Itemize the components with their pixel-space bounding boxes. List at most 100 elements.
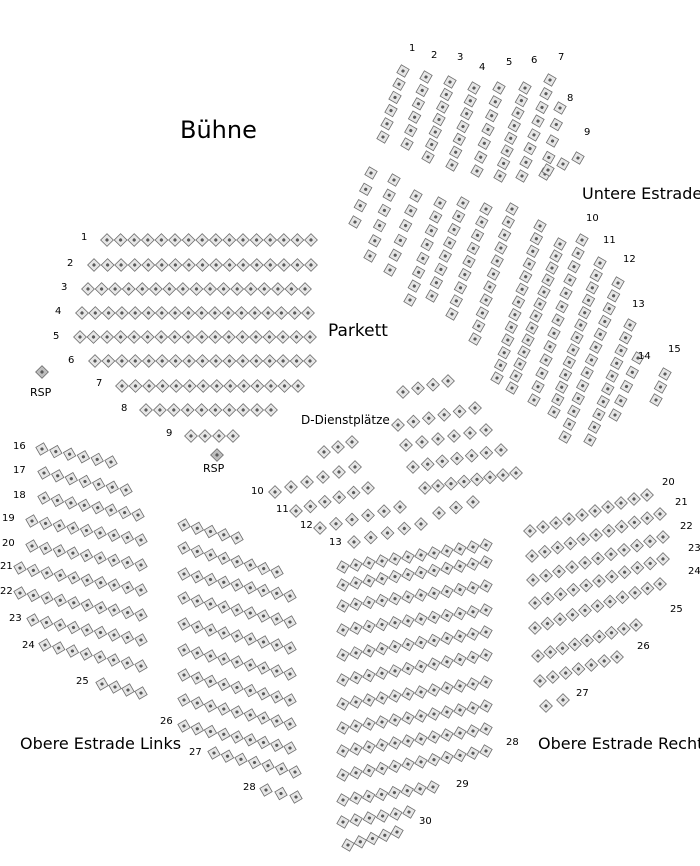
seat[interactable] bbox=[270, 714, 284, 728]
seat[interactable] bbox=[51, 469, 65, 483]
seat[interactable] bbox=[65, 644, 80, 658]
seat[interactable] bbox=[134, 583, 148, 597]
seat[interactable] bbox=[64, 496, 78, 510]
seat[interactable] bbox=[579, 578, 594, 593]
seat[interactable] bbox=[275, 330, 290, 344]
seat[interactable] bbox=[263, 379, 278, 393]
seat[interactable] bbox=[190, 646, 204, 660]
seat[interactable] bbox=[141, 306, 156, 320]
seat[interactable] bbox=[283, 641, 297, 655]
seat[interactable] bbox=[479, 555, 493, 569]
seat[interactable] bbox=[262, 354, 277, 368]
seat[interactable] bbox=[388, 639, 402, 654]
seat[interactable] bbox=[528, 596, 542, 610]
seat[interactable] bbox=[304, 233, 318, 247]
seat[interactable] bbox=[196, 379, 211, 393]
seat[interactable] bbox=[571, 662, 586, 676]
seat[interactable] bbox=[349, 766, 363, 780]
seat[interactable] bbox=[382, 188, 396, 202]
seat[interactable] bbox=[388, 713, 402, 727]
seat[interactable] bbox=[653, 577, 667, 591]
seat[interactable] bbox=[552, 564, 566, 579]
seat[interactable] bbox=[230, 730, 244, 744]
seat[interactable] bbox=[100, 330, 115, 344]
seat[interactable] bbox=[640, 581, 655, 596]
seat[interactable] bbox=[52, 641, 66, 655]
seat[interactable] bbox=[362, 574, 376, 588]
seat[interactable] bbox=[181, 306, 196, 320]
seat[interactable] bbox=[35, 365, 49, 379]
seat[interactable] bbox=[643, 534, 657, 549]
seat[interactable] bbox=[120, 630, 135, 645]
seat[interactable] bbox=[13, 586, 27, 600]
seat[interactable] bbox=[614, 394, 628, 408]
seat[interactable] bbox=[543, 645, 558, 660]
seat[interactable] bbox=[127, 233, 142, 247]
seat[interactable] bbox=[558, 666, 573, 680]
seat[interactable] bbox=[472, 319, 486, 333]
seat[interactable] bbox=[429, 210, 443, 224]
seat[interactable] bbox=[453, 726, 467, 740]
seat[interactable] bbox=[616, 621, 631, 636]
seat[interactable] bbox=[362, 789, 376, 803]
seat[interactable] bbox=[551, 313, 565, 327]
seat[interactable] bbox=[451, 209, 466, 223]
seat[interactable] bbox=[184, 429, 198, 443]
seat[interactable] bbox=[601, 523, 616, 538]
seat[interactable] bbox=[283, 667, 297, 681]
seat[interactable] bbox=[257, 561, 271, 576]
seat[interactable] bbox=[466, 701, 480, 715]
seat[interactable] bbox=[115, 379, 129, 393]
seat[interactable] bbox=[261, 759, 275, 773]
seat[interactable] bbox=[249, 354, 264, 368]
seat[interactable] bbox=[362, 811, 377, 825]
seat[interactable] bbox=[289, 330, 304, 344]
seat[interactable] bbox=[438, 249, 452, 263]
seat[interactable] bbox=[508, 308, 522, 322]
seat[interactable] bbox=[533, 674, 547, 688]
seat[interactable] bbox=[466, 581, 480, 595]
seat[interactable] bbox=[458, 267, 472, 282]
seat[interactable] bbox=[230, 603, 244, 617]
seat[interactable] bbox=[336, 560, 350, 574]
seat[interactable] bbox=[421, 150, 435, 164]
seat[interactable] bbox=[13, 561, 27, 575]
seat[interactable] bbox=[348, 460, 362, 474]
seat[interactable] bbox=[177, 693, 191, 707]
seat[interactable] bbox=[614, 519, 629, 534]
seat[interactable] bbox=[531, 380, 545, 394]
seat[interactable] bbox=[401, 734, 415, 748]
seat[interactable] bbox=[606, 289, 621, 303]
seat[interactable] bbox=[511, 295, 526, 309]
seat[interactable] bbox=[565, 607, 580, 622]
seat[interactable] bbox=[479, 423, 493, 437]
seat[interactable] bbox=[341, 838, 355, 852]
seat[interactable] bbox=[208, 330, 223, 344]
seat[interactable] bbox=[317, 494, 332, 509]
seat[interactable] bbox=[177, 643, 191, 657]
seat[interactable] bbox=[562, 417, 577, 431]
seat[interactable] bbox=[142, 379, 157, 393]
seat[interactable] bbox=[463, 94, 477, 108]
seat[interactable] bbox=[181, 330, 196, 344]
seat[interactable] bbox=[375, 809, 390, 823]
seat[interactable] bbox=[247, 755, 262, 770]
seat[interactable] bbox=[551, 392, 565, 407]
seat[interactable] bbox=[414, 517, 428, 531]
seat[interactable] bbox=[190, 544, 204, 559]
seat[interactable] bbox=[529, 309, 543, 323]
seat[interactable] bbox=[453, 629, 467, 643]
seat[interactable] bbox=[440, 681, 454, 695]
seat[interactable] bbox=[570, 330, 584, 345]
seat[interactable] bbox=[263, 258, 278, 272]
seat[interactable] bbox=[220, 749, 235, 763]
seat[interactable] bbox=[625, 365, 639, 379]
seat[interactable] bbox=[440, 561, 454, 575]
seat[interactable] bbox=[533, 219, 547, 233]
seat[interactable] bbox=[349, 576, 363, 590]
seat[interactable] bbox=[353, 199, 367, 213]
seat[interactable] bbox=[190, 521, 204, 535]
seat[interactable] bbox=[414, 709, 428, 723]
seat[interactable] bbox=[450, 451, 464, 466]
seat[interactable] bbox=[336, 578, 350, 592]
